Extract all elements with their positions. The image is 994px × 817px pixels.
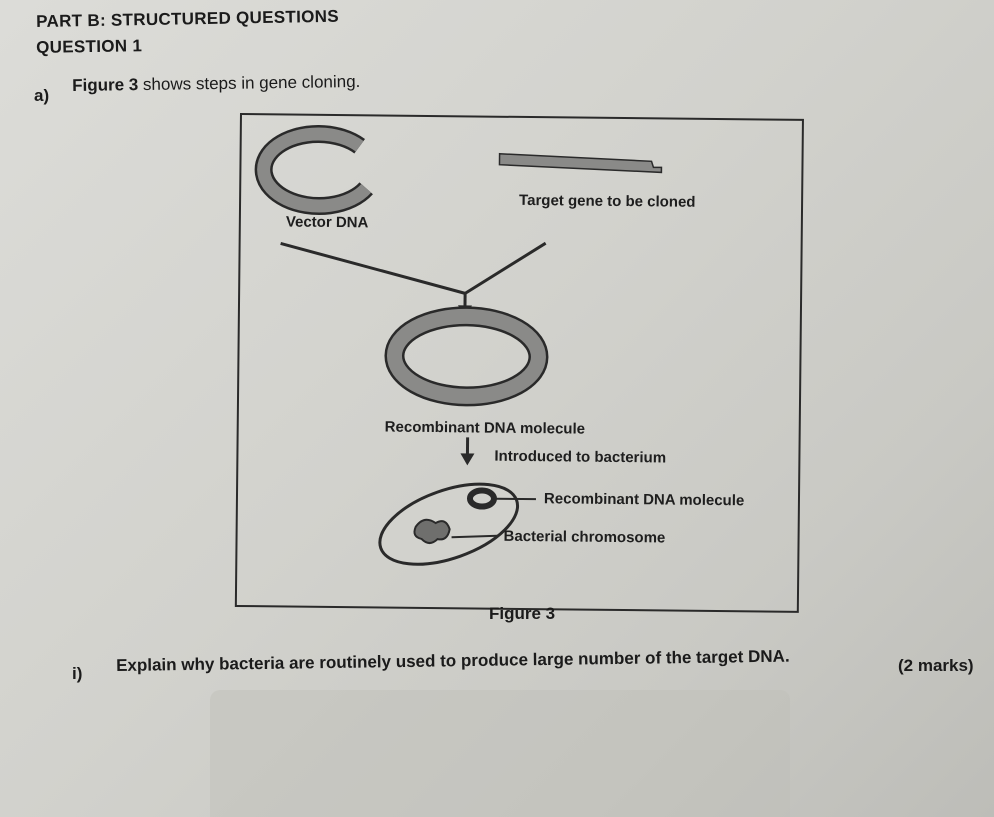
part-a-label: a) [34,86,50,105]
question-i-label: i) [72,664,83,683]
plasmid-in-bacterium [466,487,497,510]
recombinant-dna-ring-fill [386,308,546,404]
figure-caption: Figure 3 [489,604,556,623]
label-vector-dna: Vector DNA [285,213,369,232]
background-shadow-shape [210,690,790,817]
part-a-intro: Figure 3 shows steps in gene cloning. [72,72,360,96]
pointer-chromosome [451,534,498,539]
label-target-gene: Target gene to be cloned [519,191,696,211]
bacterium-cell [378,482,520,566]
question-i-text: Explain why bacteria are routinely used … [116,646,790,675]
part-title: PART B: STRUCTURED QUESTIONS [36,6,340,31]
converge-line-right [464,241,547,295]
label-bacterial-chromosome: Bacterial chromosome [503,527,666,547]
target-gene-fragment [498,152,663,174]
label-introduced-to-bacterium: Introduced to bacterium [494,447,667,467]
bacterial-chromosome-blob [413,518,451,545]
question-title: QUESTION 1 [36,36,143,57]
part-a-intro-text: shows steps in gene cloning. [142,71,361,95]
gene-cloning-diagram [254,125,663,566]
question-i-marks: (2 marks) [898,656,974,675]
label-recombinant-dna: Recombinant DNA molecule [384,418,586,438]
figure-3-diagram: Vector DNA Target gene to be cloned Reco… [234,113,804,613]
converge-line-left [280,241,466,295]
label-recombinant-dna-2: Recombinant DNA molecule [543,490,745,510]
figure-reference: Figure 3 [72,75,139,95]
arrow-head-2 [460,453,475,466]
vector-dna-ring-fill [257,127,372,213]
